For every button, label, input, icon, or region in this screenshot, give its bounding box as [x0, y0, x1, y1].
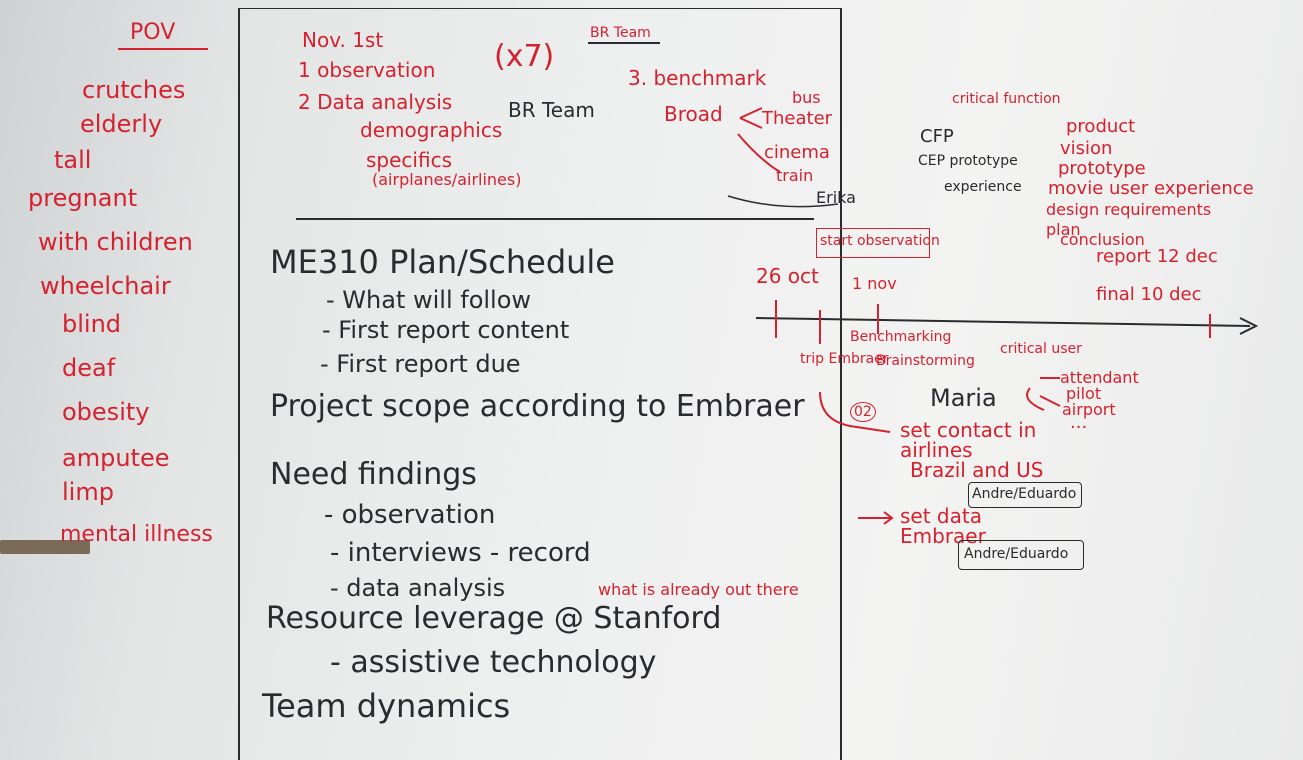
erika-label: Erika — [816, 188, 856, 207]
bus-label: bus — [792, 88, 821, 107]
pov-item: tall — [54, 146, 92, 174]
start-observation: start observation — [820, 233, 940, 249]
pov-item: pregnant — [28, 184, 138, 212]
brteam-label: BR Team — [508, 98, 595, 122]
pov-item: obesity — [62, 398, 150, 426]
board-top-edge — [238, 8, 842, 9]
agenda-content: - First report content — [322, 316, 570, 344]
names-2: Andre/Eduardo — [964, 546, 1069, 562]
set-data: set data Embraer — [900, 504, 986, 548]
deliverable-item: product — [1066, 116, 1136, 137]
pov-underline — [118, 48, 208, 50]
board-divider-left — [238, 8, 240, 760]
circle-label: 02 — [850, 402, 876, 422]
oct26-label: 26 oct — [756, 264, 819, 288]
agenda-analysis: - data analysis — [330, 574, 506, 602]
train-label: train — [776, 166, 814, 185]
brazil-us: Brazil and US — [910, 458, 1044, 482]
nov-label: 1 nov — [852, 274, 897, 293]
agenda-resource: Resource leverage @ Stanford — [266, 601, 722, 636]
deliverable-item: plan — [1046, 220, 1081, 239]
deliverable-item: movie user experience — [1048, 178, 1254, 199]
airport-label: airport — [1062, 400, 1116, 419]
maria-label: Maria — [930, 384, 997, 412]
final-label: final 10 dec — [1096, 284, 1202, 305]
attendant-label: attendant — [1060, 368, 1139, 387]
pov-item: crutches — [82, 76, 186, 104]
benchmarking-label: Benchmarking — [850, 329, 952, 345]
dots-label: ... — [1070, 412, 1088, 433]
names-box-2 — [958, 540, 1084, 570]
pov-item: with children — [38, 228, 193, 256]
agenda-me310: ME310 Plan/Schedule — [270, 243, 615, 281]
theater-label: Theater — [762, 108, 833, 129]
brteam-underline — [588, 42, 660, 44]
demographics-line: demographics — [360, 118, 503, 142]
agenda-scope: Project scope according to Embraer — [270, 389, 805, 424]
specifics-line: specifics — [366, 148, 452, 172]
pov-item: blind — [62, 310, 122, 338]
pov-item: wheelchair — [40, 272, 171, 300]
names-1: Andre/Eduardo — [972, 486, 1077, 502]
critical-function: critical function — [952, 91, 1061, 107]
benchmark-line: 3. benchmark — [628, 66, 767, 90]
section-separator — [296, 218, 814, 220]
cinema-label: cinema — [764, 142, 830, 163]
agenda-follow: - What will follow — [326, 286, 532, 314]
pov-item: mental illness — [60, 522, 213, 547]
agenda-observation: - observation — [324, 500, 496, 530]
critical-user: critical user — [1000, 341, 1082, 357]
cep-label: CEP prototype — [918, 153, 1018, 169]
pov-title: POV — [130, 20, 176, 45]
deliverable-item: conclusion — [1060, 230, 1145, 249]
pov-item: deaf — [62, 354, 116, 382]
agenda-interviews: - interviews - record — [330, 538, 591, 568]
deliverable-item: design requirements — [1046, 200, 1212, 219]
marker-tray — [0, 540, 90, 554]
agenda-assistive: - assistive technology — [330, 645, 657, 680]
agenda-team: Team dynamics — [262, 687, 511, 725]
agenda-already: what is already out there — [598, 580, 799, 599]
brteam-small: BR Team — [590, 25, 651, 41]
names-box-1 — [968, 482, 1082, 508]
experience-label: experience — [944, 179, 1022, 195]
board-divider-right — [840, 8, 842, 760]
start-observation-box — [816, 228, 930, 258]
airplanes-line: (airplanes/airlines) — [372, 170, 522, 189]
observation-line: 1 observation — [298, 58, 436, 82]
pov-item: limp — [62, 478, 114, 506]
report-label: report 12 dec — [1096, 246, 1218, 267]
analysis-line: 2 Data analysis — [298, 90, 453, 114]
deliverable-item: vision — [1060, 138, 1113, 159]
pov-item: amputee — [62, 444, 170, 472]
date-heading: Nov. 1st — [302, 28, 384, 52]
pov-item: elderly — [80, 110, 163, 138]
agenda-need: Need findings — [270, 457, 477, 492]
trip-label: trip Embraer — [800, 351, 889, 367]
pilot-label: pilot — [1066, 384, 1102, 403]
agenda-due: - First report due — [320, 350, 521, 378]
brainstorming-label: Brainstorming — [876, 353, 975, 369]
set-contact: set contact in airlines — [900, 418, 1037, 462]
cfp-label: CFP — [920, 126, 954, 147]
x7-label: (x7) — [494, 39, 555, 74]
broad-label: Broad — [664, 102, 723, 126]
deliverable-item: prototype — [1058, 158, 1146, 179]
